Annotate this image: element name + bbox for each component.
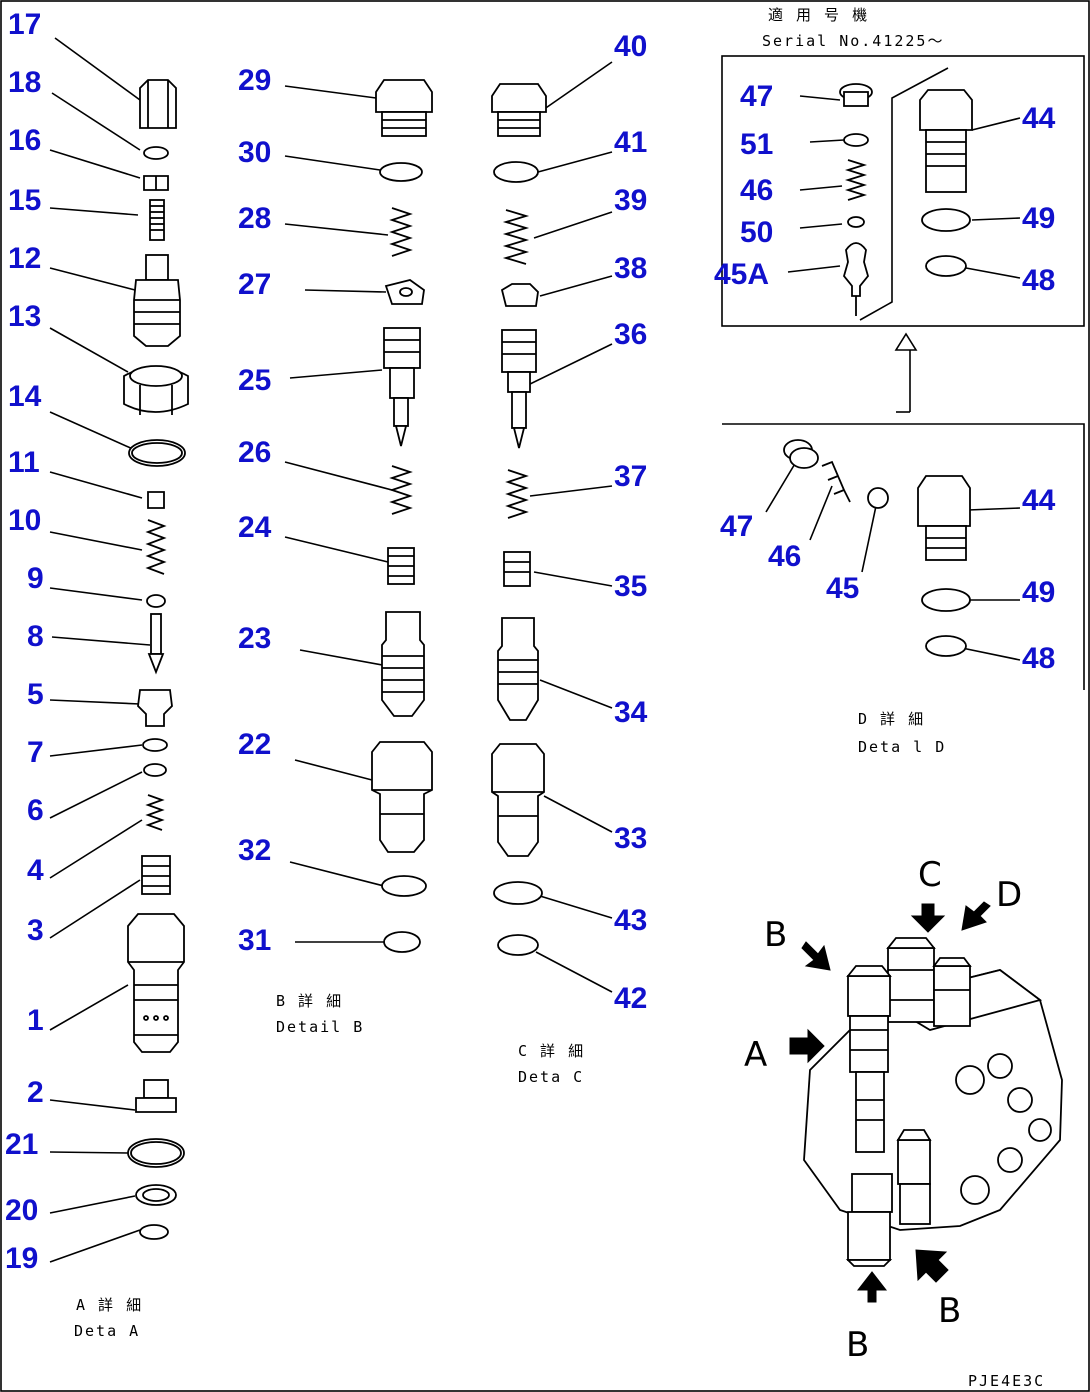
part-no-39: 39 xyxy=(614,184,647,217)
part-no-13: 13 xyxy=(8,300,41,333)
part-no-33: 33 xyxy=(614,822,647,855)
part-no-36: 36 xyxy=(614,318,647,351)
part-no-16: 16 xyxy=(8,124,41,157)
part-no-38: 38 xyxy=(614,252,647,285)
detail-a-group: 17 18 16 15 12 13 14 11 10 9 8 5 7 6 4 3… xyxy=(5,8,189,1340)
part-no-37: 37 xyxy=(614,460,647,493)
detail-b-caption-en: Detail B xyxy=(276,1018,364,1036)
part-no-19: 19 xyxy=(5,1242,38,1275)
part-no-42: 42 xyxy=(614,982,647,1015)
detail-a-caption-en: Deta A xyxy=(74,1322,140,1340)
serial-caption-jp: 適 用 号 機 xyxy=(768,6,869,24)
part-no-29: 29 xyxy=(238,64,271,97)
part-no-10: 10 xyxy=(8,504,41,537)
part-no-31: 31 xyxy=(238,924,271,957)
part-no-47-serial: 47 xyxy=(740,80,773,113)
view-arrow-b-top xyxy=(801,941,831,971)
detail-d-caption-jp: D 詳 細 xyxy=(858,710,925,728)
part-no-1: 1 xyxy=(27,1004,44,1037)
view-label-d: D xyxy=(996,875,1022,915)
part-no-14: 14 xyxy=(8,380,42,413)
part-no-22: 22 xyxy=(238,728,271,761)
part-no-43: 43 xyxy=(614,904,647,937)
detail-c-caption-en: Deta C xyxy=(518,1068,584,1086)
part-no-30: 30 xyxy=(238,136,271,169)
view-label-b-top: B xyxy=(764,915,787,955)
part-no-45a: 45A xyxy=(714,258,769,291)
part-no-2: 2 xyxy=(27,1076,44,1109)
part-no-18: 18 xyxy=(8,66,41,99)
part-no-49-detail-d: 49 xyxy=(1022,576,1055,609)
part-no-17: 17 xyxy=(8,8,41,41)
part-no-26: 26 xyxy=(238,436,271,469)
part-no-24: 24 xyxy=(238,511,272,544)
view-arrow-d xyxy=(961,901,991,931)
part-no-25: 25 xyxy=(238,364,271,397)
view-arrow-b-bottom xyxy=(856,1271,888,1303)
view-label-a: A xyxy=(744,1035,767,1075)
view-label-b-bottom: B xyxy=(846,1325,869,1365)
detail-c-caption-jp: C 詳 細 xyxy=(518,1042,585,1060)
part-no-49-serial: 49 xyxy=(1022,202,1055,235)
part-no-20: 20 xyxy=(5,1194,38,1227)
part-no-45: 45 xyxy=(826,572,859,605)
detail-a-caption-jp: A 詳 細 xyxy=(76,1296,143,1314)
part-no-32: 32 xyxy=(238,834,271,867)
part-no-11: 11 xyxy=(8,446,40,479)
part-no-50: 50 xyxy=(740,216,773,249)
serial-variant-box: 適 用 号 機 Serial No.41225～ xyxy=(714,6,1085,327)
drawing-code: PJE4E3C xyxy=(968,1372,1045,1390)
part-no-5: 5 xyxy=(27,678,44,711)
part-no-46-detail-d: 46 xyxy=(768,540,801,573)
detail-d-caption-en: Deta l D xyxy=(858,738,946,756)
part-no-34: 34 xyxy=(614,696,648,729)
part-no-6: 6 xyxy=(27,794,44,827)
part-no-15: 15 xyxy=(8,184,41,217)
part-no-23: 23 xyxy=(238,622,271,655)
detail-b-group: 29 30 28 27 25 26 24 23 22 32 31 B 詳 細 D… xyxy=(238,64,433,1036)
detail-d-group: 47 46 45 44 49 48 D 詳 細 Deta l D xyxy=(720,423,1085,756)
part-no-9: 9 xyxy=(27,562,44,595)
detail-b-caption-jp: B 詳 細 xyxy=(276,992,343,1010)
variant-arrow xyxy=(894,332,918,413)
part-no-12: 12 xyxy=(8,242,41,275)
part-no-40: 40 xyxy=(614,30,647,63)
view-arrow-b-right xyxy=(915,1249,949,1283)
view-label-c: C xyxy=(918,855,942,895)
part-no-48-serial: 48 xyxy=(1022,264,1055,297)
part-no-35: 35 xyxy=(614,570,647,603)
view-label-b-right: B xyxy=(938,1291,961,1331)
part-no-47-detail-d: 47 xyxy=(720,510,753,543)
part-no-44-detail-d: 44 xyxy=(1022,484,1056,517)
part-no-51: 51 xyxy=(740,128,773,161)
part-no-48-detail-d: 48 xyxy=(1022,642,1055,675)
part-no-21: 21 xyxy=(5,1128,38,1161)
part-no-27: 27 xyxy=(238,268,271,301)
view-arrow-c xyxy=(910,903,946,933)
part-no-3: 3 xyxy=(27,914,44,947)
part-no-7: 7 xyxy=(27,736,44,769)
serial-caption-en: Serial No.41225～ xyxy=(762,32,944,50)
part-no-4: 4 xyxy=(27,854,44,887)
part-no-41: 41 xyxy=(614,126,647,159)
part-no-44-serial: 44 xyxy=(1022,102,1056,135)
view-arrow-a xyxy=(789,1028,825,1064)
valve-assembly-view: C D B A B B xyxy=(744,855,1063,1365)
part-no-8: 8 xyxy=(27,620,44,653)
part-no-46-serial: 46 xyxy=(740,174,773,207)
detail-c-group: 40 41 39 38 36 37 35 34 33 43 42 C 詳 細 D… xyxy=(491,30,648,1086)
part-no-28: 28 xyxy=(238,202,271,235)
